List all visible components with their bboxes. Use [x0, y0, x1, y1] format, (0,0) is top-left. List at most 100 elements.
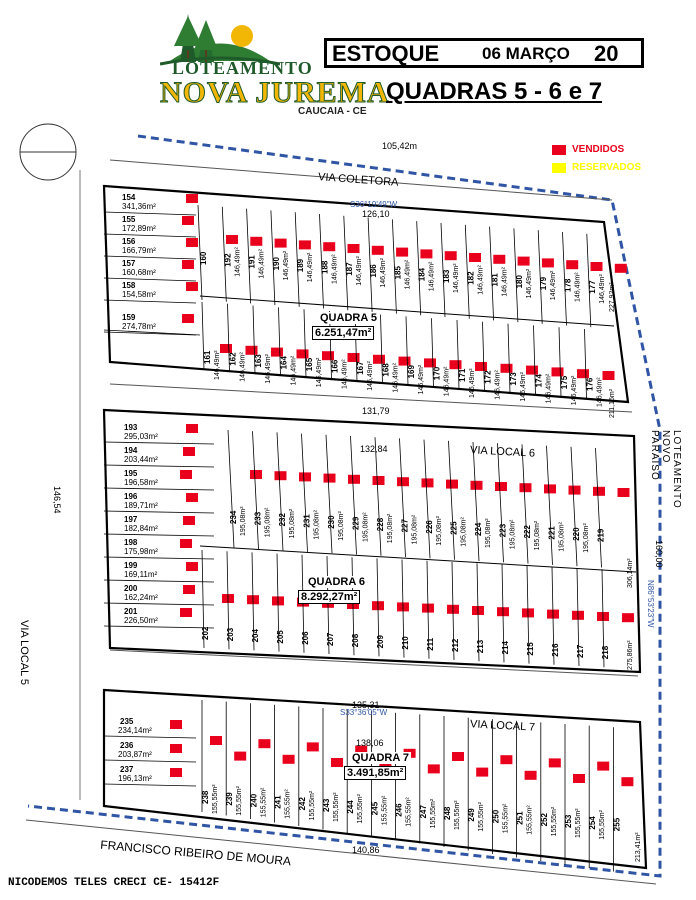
- lot-area: 195,08m²: [436, 515, 443, 545]
- lot-number: 202: [201, 626, 210, 640]
- lot-number: 197: [124, 515, 138, 524]
- lot-divider: [227, 303, 230, 372]
- sold-marker: [306, 742, 319, 752]
- brand-city: CAUCAIA - CE: [298, 106, 367, 117]
- lot-number: 172: [484, 370, 493, 384]
- street-east: LOTEAMENTO NOVO PARAISO: [649, 430, 682, 509]
- sold-marker: [170, 720, 182, 729]
- sold-marker: [186, 238, 198, 247]
- lot-number: 250: [491, 809, 500, 823]
- lot-divider: [595, 447, 602, 568]
- lot-area: 146,49m²: [214, 350, 221, 380]
- lot-number: 224: [474, 522, 483, 536]
- lot-area: 155,55m²: [551, 806, 558, 836]
- lot-number: 161: [203, 350, 212, 364]
- sold-marker: [323, 473, 336, 483]
- lot-area: 211,16m²: [609, 388, 616, 418]
- lot-area: 155,55m²: [260, 787, 267, 817]
- lot-area: 146,49m²: [234, 247, 241, 277]
- lot-divider: [103, 299, 197, 304]
- lot-number: 167: [356, 361, 365, 375]
- lot-number: 174: [535, 374, 544, 388]
- lot-area: 146,49m²: [240, 352, 247, 382]
- lot-divider: [351, 557, 355, 656]
- sold-marker: [621, 777, 634, 787]
- sold-marker: [274, 238, 287, 248]
- lot-area: 146,49m²: [597, 377, 604, 407]
- lot-number: 179: [539, 276, 548, 290]
- lot-area: 275,86m²: [627, 640, 634, 670]
- lot-number: 241: [274, 795, 283, 809]
- sold-marker: [182, 314, 194, 323]
- sold-marker: [180, 608, 192, 617]
- lot-area: 203,44m²: [124, 455, 158, 464]
- lot-area: 154,58m²: [122, 290, 156, 299]
- lot-divider: [103, 556, 215, 560]
- lot-area: 195,08m²: [461, 517, 468, 547]
- lot-number: 192: [223, 253, 232, 267]
- sold-marker: [186, 424, 198, 433]
- lot-area: 146,49m²: [526, 268, 533, 298]
- sold-marker: [186, 282, 198, 291]
- lot-number: 209: [376, 635, 385, 649]
- sold-marker: [296, 349, 309, 359]
- sold-marker: [220, 344, 232, 353]
- lot-number: 214: [501, 641, 510, 655]
- lot-divider: [489, 226, 494, 321]
- lot-area: 146,49m²: [342, 359, 349, 389]
- lot-number: 222: [523, 525, 532, 539]
- lot-number: 168: [382, 363, 391, 377]
- lot-number: 215: [526, 642, 535, 656]
- sold-marker: [371, 245, 384, 255]
- sold-marker: [597, 761, 610, 771]
- lot-divider: [426, 560, 430, 659]
- lot-divider: [558, 327, 562, 397]
- lot-area: 195,08m²: [412, 514, 419, 544]
- lot-divider: [392, 219, 397, 314]
- lot-area: 195,08m²: [583, 523, 590, 553]
- lot-area: 162,24m²: [124, 593, 158, 602]
- lot-divider: [276, 432, 284, 551]
- lot-area: 195,08m²: [387, 513, 394, 543]
- lot-number: 198: [124, 538, 138, 547]
- sold-marker: [551, 367, 564, 377]
- lot-layer: 154341,36m²155172,89m²156166,79m²157160,…: [103, 193, 642, 872]
- lot-divider: [252, 305, 256, 374]
- lot-number: 205: [276, 630, 285, 644]
- lot-area: 341,36m²: [122, 202, 156, 211]
- lot-divider: [221, 206, 227, 302]
- lot-divider: [103, 579, 215, 583]
- lot-area: 146,49m²: [380, 257, 387, 287]
- sold-marker: [568, 485, 581, 495]
- lot-number: 230: [327, 515, 336, 529]
- dimension-d7: 105,42m: [382, 141, 418, 151]
- lot-number: 165: [305, 357, 314, 371]
- lot-number: 220: [572, 527, 581, 541]
- lot-divider: [551, 566, 555, 665]
- lot-area: 146,49m²: [259, 248, 266, 278]
- bearing-north: S36°19'49"W: [350, 200, 398, 209]
- sold-marker: [180, 470, 192, 479]
- sold-marker: [348, 474, 360, 484]
- lot-number: 191: [248, 255, 257, 269]
- lot-divider: [380, 314, 383, 384]
- sold-marker: [524, 770, 537, 780]
- block-5-area: 6.251,47m²: [312, 326, 375, 340]
- sold-marker: [566, 260, 579, 270]
- lot-number: 233: [254, 511, 263, 525]
- dimension-d3: 132,84: [360, 444, 388, 454]
- street-west: VIA LOCAL 5: [18, 620, 30, 686]
- sold-marker: [299, 472, 311, 482]
- lot-divider: [103, 510, 215, 514]
- lot-area: 146,49m²: [546, 373, 553, 403]
- map-outlines: [19, 123, 662, 885]
- lot-divider: [456, 319, 460, 390]
- lot-area: 155,55m²: [575, 808, 582, 838]
- lot-number: 212: [451, 638, 460, 652]
- lot-divider: [354, 312, 358, 382]
- lot-area: 195,08m²: [485, 518, 492, 548]
- sold-marker: [282, 754, 295, 764]
- sold-marker: [226, 235, 238, 244]
- lot-divider: [448, 440, 455, 560]
- sold-marker: [517, 256, 530, 266]
